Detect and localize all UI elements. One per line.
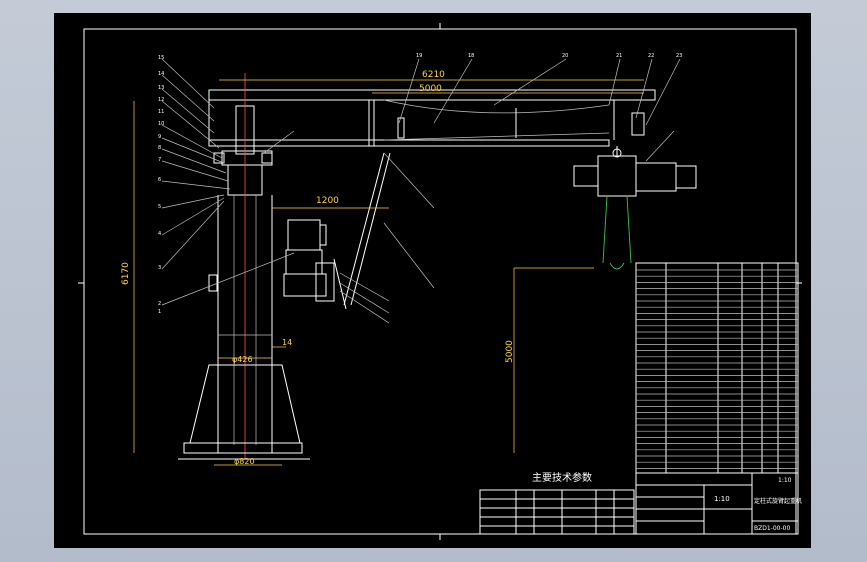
svg-text:2: 2 xyxy=(158,301,161,307)
dim-height-total: 6170 xyxy=(121,262,131,285)
balloons-top: 19 18 20 21 22 23 xyxy=(416,53,682,59)
balloons-left: 15 14 13 12 11 10 9 8 7 6 5 4 3 2 1 xyxy=(158,55,164,315)
svg-text:13: 13 xyxy=(158,85,164,91)
dim-span-outreach: 5000 xyxy=(419,84,442,94)
svg-text:22: 22 xyxy=(648,53,654,59)
svg-text:1: 1 xyxy=(158,309,161,315)
svg-text:3: 3 xyxy=(158,265,161,271)
sheet-scale: 1:10 xyxy=(778,477,792,484)
svg-text:5: 5 xyxy=(158,204,161,210)
scale-label: 1:10 xyxy=(714,495,730,503)
column-head xyxy=(213,105,273,196)
svg-text:10: 10 xyxy=(158,121,164,127)
outer-frame xyxy=(83,28,797,535)
svg-text:7: 7 xyxy=(158,157,161,163)
dim-lift-height: 5000 xyxy=(505,340,515,363)
dim-span-total: 6210 xyxy=(422,70,445,80)
dim-inner-width: 1200 xyxy=(316,196,339,206)
drawing-sheet: 6210 5000 1200 6170 5000 φ426 φ820 14 15… xyxy=(54,13,811,548)
svg-text:9: 9 xyxy=(158,134,161,140)
part-name: 定柱式旋臂起重机 xyxy=(754,497,802,505)
svg-text:4: 4 xyxy=(158,231,161,237)
jib-arm xyxy=(208,89,656,147)
hook-icon xyxy=(609,262,625,270)
dim-column-dia: φ426 xyxy=(232,355,253,364)
cad-drawing: 6210 5000 1200 6170 5000 φ426 φ820 14 15… xyxy=(78,23,802,540)
svg-text:21: 21 xyxy=(616,53,622,59)
tech-params-title: 主要技术参数 xyxy=(532,471,592,484)
column xyxy=(208,73,273,459)
drawing-number: BZD1-00-00 xyxy=(754,525,790,532)
leaders xyxy=(161,58,681,324)
tech-params-table xyxy=(479,489,635,535)
dim-base-dia: φ820 xyxy=(234,457,255,466)
slew-motor xyxy=(283,219,347,310)
svg-text:6: 6 xyxy=(158,177,161,183)
dim-wall: 14 xyxy=(282,338,292,347)
svg-text:11: 11 xyxy=(158,109,164,115)
brace-rod xyxy=(350,152,391,306)
svg-text:15: 15 xyxy=(158,55,164,61)
svg-text:14: 14 xyxy=(158,71,164,77)
electric-hoist xyxy=(573,112,697,270)
column-base xyxy=(178,364,310,460)
dimensions: 6210 5000 1200 6170 5000 φ426 φ820 14 xyxy=(121,70,644,466)
svg-text:23: 23 xyxy=(676,53,682,59)
svg-text:20: 20 xyxy=(562,53,568,59)
title-block: 1:10 定柱式旋臂起重机 BZD1-00-00 1:10 xyxy=(635,472,802,535)
svg-text:8: 8 xyxy=(158,145,161,151)
svg-text:19: 19 xyxy=(416,53,422,59)
svg-text:12: 12 xyxy=(158,97,164,103)
svg-text:18: 18 xyxy=(468,53,474,59)
